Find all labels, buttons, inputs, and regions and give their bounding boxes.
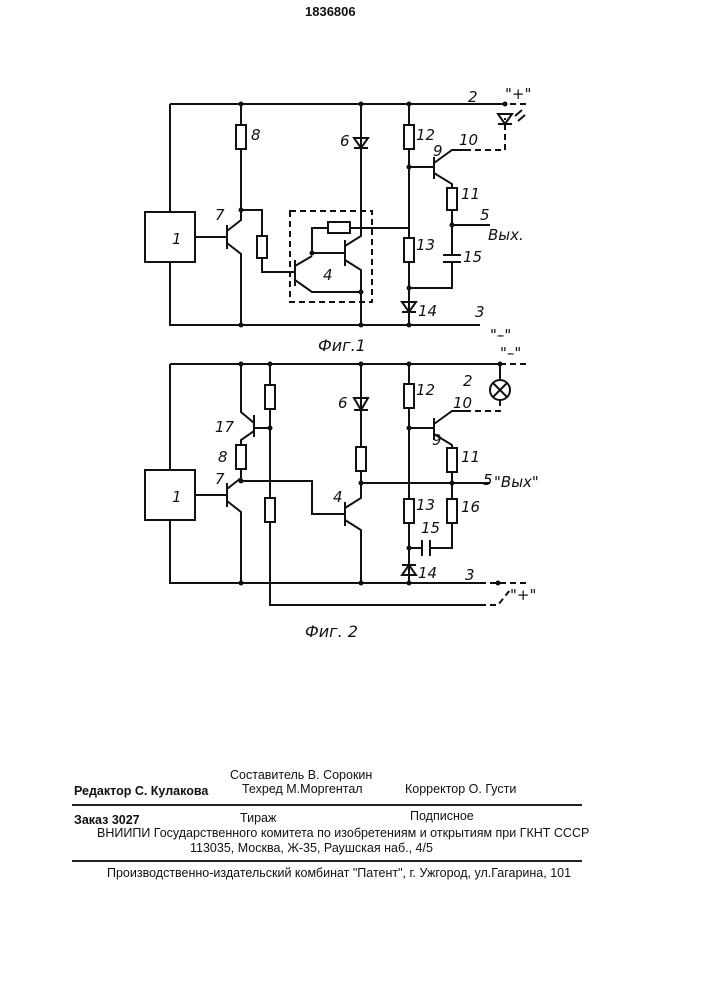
block-1 — [145, 470, 195, 520]
block-1 — [145, 212, 195, 262]
subscription: Подписное — [410, 809, 474, 823]
label-17: 17 — [215, 418, 235, 436]
label-6: 6 — [340, 132, 350, 150]
minus-terminal-label: "–" — [490, 326, 511, 344]
figure-1-caption: Фиг.1 — [318, 336, 366, 355]
label-8: 8 — [251, 126, 261, 144]
label-14: 14 — [418, 302, 437, 320]
output-label: Вых. — [488, 226, 524, 244]
circuit-diagrams: 1 2 3 4 5 6 7 8 9 10 11 12 13 14 15 Вых.… — [0, 0, 707, 700]
label-2: 2 — [463, 372, 473, 390]
resistor-8 — [236, 125, 246, 149]
resistor-dual — [328, 222, 350, 233]
label-7: 7 — [215, 206, 225, 224]
label-6: 6 — [338, 394, 348, 412]
label-15: 15 — [421, 519, 440, 537]
divider — [72, 804, 582, 806]
label-13: 13 — [416, 496, 435, 514]
label-4: 4 — [323, 266, 333, 284]
label-8: 8 — [218, 448, 228, 466]
compiler: Составитель В. Сорокин — [230, 768, 372, 782]
label-12: 12 — [416, 126, 435, 144]
label-5: 5 — [483, 471, 493, 489]
label-13: 13 — [416, 236, 435, 254]
address: 113035, Москва, Ж-35, Раушская наб., 4/5 — [190, 841, 433, 855]
label-1: 1 — [172, 488, 182, 506]
organization: ВНИИПИ Государственного комитета по изоб… — [97, 826, 589, 840]
label-3: 3 — [465, 566, 475, 584]
editor: Редактор С. Кулакова — [74, 784, 208, 798]
label-16: 16 — [461, 498, 480, 516]
label-1: 1 — [172, 230, 182, 248]
minus-terminal-label: "–" — [500, 344, 521, 362]
circulation: Тираж — [240, 811, 276, 825]
label-10: 10 — [459, 131, 478, 149]
label-3: 3 — [475, 303, 485, 321]
label-7: 7 — [215, 470, 225, 488]
output-label: "Вых" — [494, 473, 539, 491]
figure-2-caption: Фиг. 2 — [305, 622, 358, 641]
label-5: 5 — [480, 206, 490, 224]
label-14: 14 — [418, 564, 437, 582]
label-10: 10 — [453, 394, 472, 412]
plus-terminal-label: "+" — [505, 85, 531, 103]
corrector: Корректор О. Густи — [405, 782, 516, 796]
order-number: Заказ 3027 — [74, 813, 140, 827]
plus-terminal-label: "+" — [510, 586, 536, 604]
label-9: 9 — [433, 142, 443, 160]
label-12: 12 — [416, 381, 435, 399]
figure-1: 1 2 3 4 5 6 7 8 9 10 11 12 13 14 15 Вых.… — [145, 85, 531, 355]
figure-2: 1 2 3 4 5 6 7 8 9 10 11 12 13 14 15 16 1… — [145, 344, 539, 641]
label-11: 11 — [461, 185, 480, 203]
techred: Техред М.Моргентал — [242, 782, 363, 796]
label-2: 2 — [468, 88, 478, 106]
label-11: 11 — [461, 448, 480, 466]
label-15: 15 — [463, 248, 482, 266]
label-4: 4 — [333, 488, 343, 506]
label-9: 9 — [432, 431, 442, 449]
publisher: Производственно-издательский комбинат "П… — [107, 866, 571, 880]
divider — [72, 860, 582, 862]
